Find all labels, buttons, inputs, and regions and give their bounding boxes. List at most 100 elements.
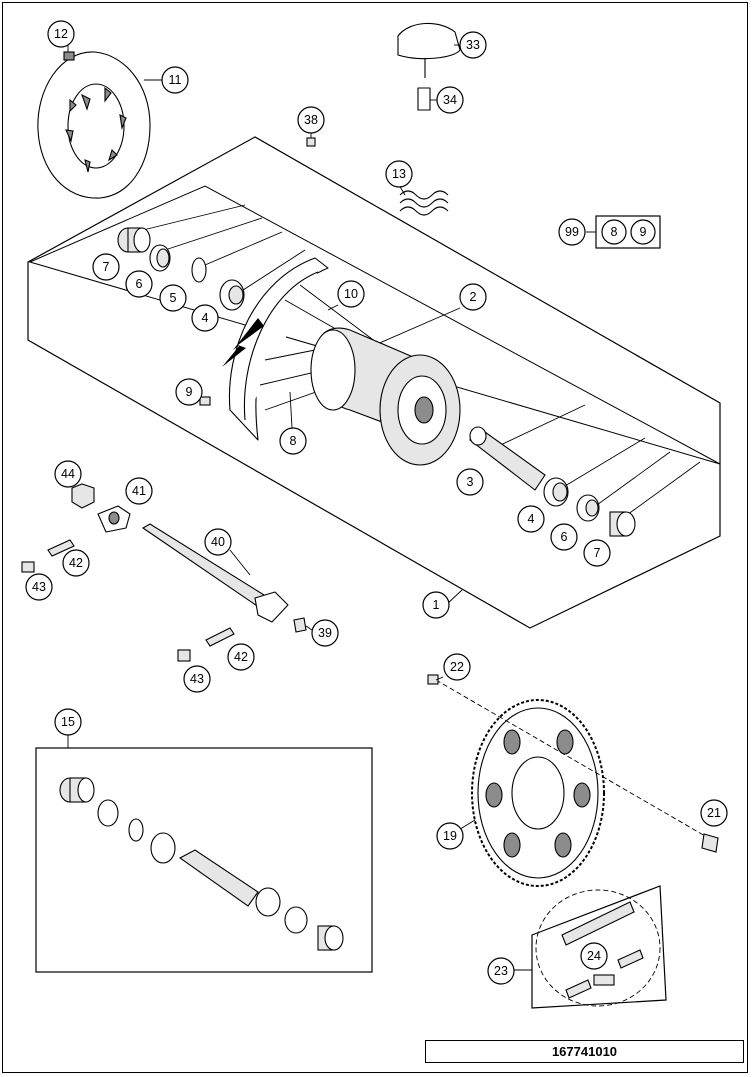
callout-43-right: 43 (183, 665, 211, 693)
callout-9: 9 (175, 378, 203, 406)
svg-text:4: 4 (528, 512, 535, 526)
rear-sprocket (471, 699, 605, 887)
wheel-spindle (141, 523, 289, 623)
svg-text:19: 19 (443, 829, 457, 843)
callout-42-left: 42 (62, 549, 90, 577)
callout-40: 40 (204, 528, 232, 556)
callout-22: 22 (443, 653, 471, 681)
adjusting-screw-right (205, 627, 235, 647)
bearing-set-outline (35, 747, 373, 973)
chain-group-outline (531, 885, 667, 1009)
right-distance-bushing (609, 511, 636, 537)
svg-text:7: 7 (594, 546, 601, 560)
callout-kit-8: 8 (601, 219, 627, 245)
callout-19: 19 (436, 822, 464, 850)
svg-text:43: 43 (32, 580, 46, 594)
svg-text:12: 12 (54, 27, 68, 41)
callout-6-right: 6 (550, 523, 578, 551)
axle-screw (293, 617, 307, 633)
svg-text:43: 43 (190, 672, 204, 686)
callout-4-right: 4 (517, 505, 545, 533)
svg-text:4: 4 (202, 311, 209, 325)
svg-text:5: 5 (170, 291, 177, 305)
svg-text:44: 44 (61, 467, 75, 481)
chain-adjuster (97, 505, 131, 533)
svg-text:40: 40 (211, 535, 225, 549)
callout-38: 38 (297, 106, 325, 134)
lock-nut-right (177, 649, 191, 662)
spacer-bushing (417, 87, 431, 111)
callout-23: 23 (487, 957, 515, 985)
svg-text:34: 34 (443, 93, 457, 107)
svg-text:41: 41 (132, 484, 146, 498)
svg-text:2: 2 (470, 290, 477, 304)
callout-15: 15 (54, 708, 82, 736)
svg-text:1: 1 (433, 598, 440, 612)
svg-text:33: 33 (466, 38, 480, 52)
right-shaft-seal (576, 494, 600, 522)
callout-99: 99 (558, 218, 586, 246)
callout-39: 39 (311, 619, 339, 647)
circlip (191, 257, 207, 283)
drive-chain (561, 901, 644, 999)
callout-3: 3 (456, 468, 484, 496)
callout-2: 2 (459, 283, 487, 311)
svg-text:8: 8 (611, 225, 618, 239)
left-shaft-seal (149, 244, 171, 272)
adjusting-screw-left (47, 539, 75, 557)
callout-34: 34 (436, 86, 464, 114)
disc-screw (63, 51, 75, 61)
svg-text:24: 24 (587, 949, 601, 963)
callout-41: 41 (125, 477, 153, 505)
direction-arrow (222, 318, 264, 367)
svg-text:3: 3 (467, 475, 474, 489)
callout-1: 1 (422, 591, 450, 619)
svg-text:11: 11 (169, 73, 182, 87)
svg-text:38: 38 (304, 113, 318, 127)
svg-text:9: 9 (186, 385, 193, 399)
leader-lines (134, 204, 701, 521)
callout-11: 11 (161, 66, 189, 94)
bearing-set-parts (59, 777, 344, 951)
chain-joint (593, 974, 615, 986)
collar-nut (71, 483, 95, 509)
grease-cap (306, 137, 316, 147)
callout-33: 33 (459, 31, 487, 59)
callout-24: 24 (580, 942, 608, 970)
svg-text:21: 21 (707, 806, 721, 820)
sprocket-bolt-axis (435, 679, 713, 841)
svg-text:39: 39 (318, 626, 332, 640)
callout-42-right: 42 (227, 643, 255, 671)
left-distance-bushing (117, 227, 151, 253)
svg-text:9: 9 (640, 225, 647, 239)
rear-hub (310, 327, 461, 466)
callout-7-right: 7 (583, 539, 611, 567)
svg-text:6: 6 (561, 530, 568, 544)
svg-text:6: 6 (136, 277, 143, 291)
svg-text:22: 22 (450, 660, 464, 674)
drawing-number: 167741010 (425, 1040, 744, 1063)
svg-text:42: 42 (234, 650, 248, 664)
kit-reference: 99 8 9 (558, 215, 661, 249)
svg-text:7: 7 (103, 260, 110, 274)
svg-text:13: 13 (392, 167, 406, 181)
callout-10: 10 (337, 280, 365, 308)
distance-tube (468, 426, 546, 491)
callout-21: 21 (700, 799, 728, 827)
rim-tape (399, 190, 449, 216)
svg-text:8: 8 (290, 434, 297, 448)
svg-text:10: 10 (344, 287, 358, 301)
left-bearing (219, 279, 245, 311)
callout-8: 8 (279, 427, 307, 455)
callout-7-left: 7 (92, 253, 120, 281)
spoke-nipple (199, 396, 211, 406)
sprocket-nut (701, 833, 719, 853)
rubber-damper (397, 22, 461, 78)
wheel-assembly-outline (27, 136, 721, 629)
rim (228, 257, 329, 441)
right-bearing (543, 477, 569, 507)
svg-text:99: 99 (565, 225, 579, 239)
callout-kit-9: 9 (630, 219, 656, 245)
